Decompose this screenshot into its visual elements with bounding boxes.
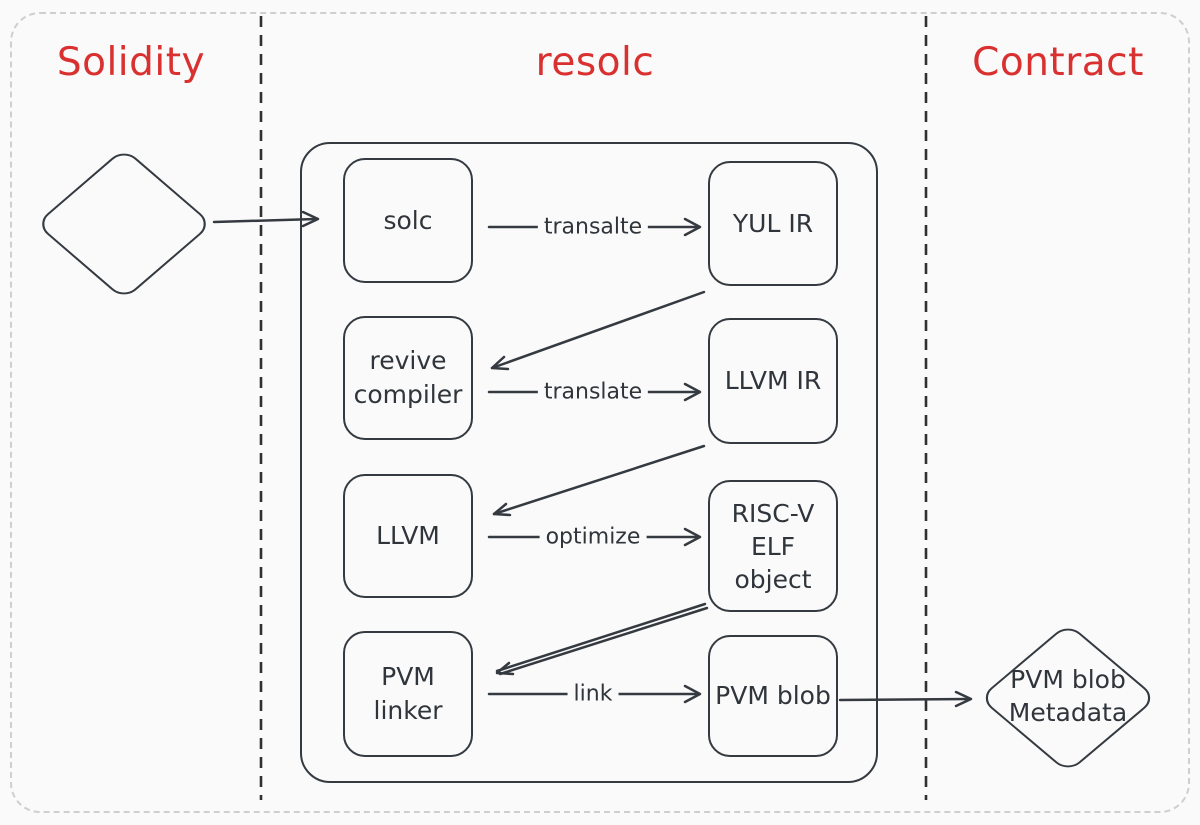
arrow-blob-to-output-diamond (838, 690, 973, 708)
node-yul-ir: YUL IR (708, 161, 838, 286)
node-llvm-label: LLVM (376, 521, 440, 550)
edge-label-optimize: optimize (539, 524, 647, 550)
node-llvm: LLVM (343, 474, 473, 598)
node-pvm-linker-line-1: PVM (381, 662, 435, 691)
node-revive-compiler: revive compiler (343, 316, 473, 440)
node-solc: solc (343, 158, 473, 283)
node-riscv-line-3: object (734, 564, 812, 594)
output-diamond-label: PVM blob Metadata (968, 663, 1168, 729)
node-solc-label: solc (383, 205, 433, 235)
node-pvm-linker: PVM linker (343, 631, 473, 757)
resolc-container (300, 142, 878, 783)
node-llvm-ir-label: LLVM IR (724, 366, 822, 395)
node-pvm-blob-label: PVM blob (715, 681, 831, 710)
node-revive-line-1: revive (369, 346, 447, 375)
node-riscv-elf-object: RISC-V ELF object (708, 480, 838, 612)
node-riscv-line-2: ELF (750, 531, 796, 561)
arrow-llvm-ir-to-llvm (492, 444, 706, 517)
output-diamond-line-1: PVM blob (1010, 665, 1126, 694)
edge-label-translate: translate (537, 379, 649, 405)
node-pvm-blob: PVM blob (708, 635, 838, 757)
node-revive-line-2: compiler (353, 380, 463, 409)
arrow-yul-ir-to-revive (490, 290, 706, 371)
node-pvm-linker-line-2: linker (373, 696, 443, 725)
section-title-resolc: resolc (535, 40, 655, 85)
arrow-riscv-to-pvm-linker (495, 602, 709, 676)
node-llvm-ir: LLVM IR (708, 318, 838, 444)
edge-label-transalte: transalte (537, 214, 649, 240)
output-diamond-line-2: Metadata (1008, 698, 1128, 727)
node-riscv-line-1: RISC-V (731, 498, 815, 528)
section-title-solidity: Solidity (56, 40, 206, 85)
section-title-contract: Contract (972, 40, 1144, 85)
node-yul-ir-label: YUL IR (732, 208, 814, 238)
edge-label-link: link (567, 681, 619, 707)
outer-dashed-border (10, 12, 1190, 813)
arrow-source-to-solc (212, 210, 320, 228)
